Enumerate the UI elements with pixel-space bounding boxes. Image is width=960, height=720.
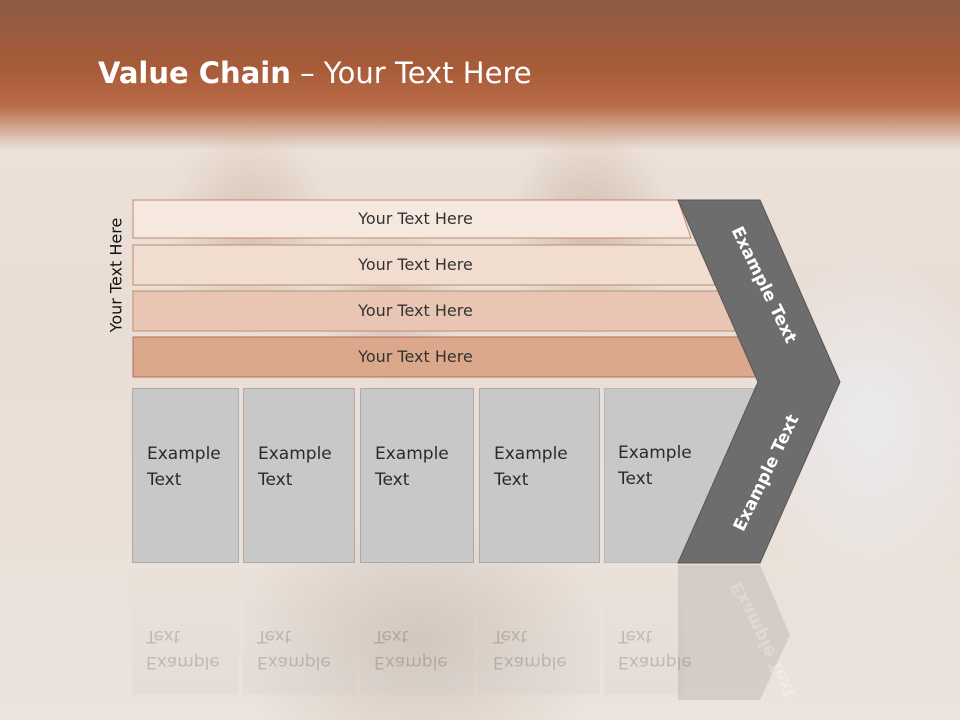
title-bar <box>0 0 960 150</box>
row-1-shape <box>132 199 692 239</box>
box-2-label: Example Text <box>258 444 332 490</box>
box-4: Example Text <box>479 388 600 563</box>
box-3-label: Example Text <box>375 444 449 490</box>
box-1-label: Example Text <box>147 444 221 490</box>
box-5: Example Text <box>604 388 764 563</box>
slide-title: Value Chain – Your Text Here <box>98 56 532 90</box>
row-4-label: Your Text Here <box>358 347 473 366</box>
box-4-reflection: Example Text <box>479 565 600 695</box>
box-4-label: Example Text <box>494 444 568 490</box>
box-5-shape <box>604 388 762 563</box>
box-1-reflection: Example Text <box>132 565 239 695</box>
box-3-reflection: Example Text <box>360 565 474 695</box>
box-3: Example Text <box>360 388 474 563</box>
row-3-label: Your Text Here <box>358 301 473 320</box>
box-1: Example Text <box>132 388 239 563</box>
box-2: Example Text <box>243 388 355 563</box>
row-1-label: Your Text Here <box>358 209 473 228</box>
box-5-reflection: Example Text <box>604 565 692 695</box>
box-5-label: Example Text <box>618 443 692 489</box>
box-2-reflection: Example Text <box>243 565 355 695</box>
row-2-label: Your Text Here <box>358 255 473 274</box>
